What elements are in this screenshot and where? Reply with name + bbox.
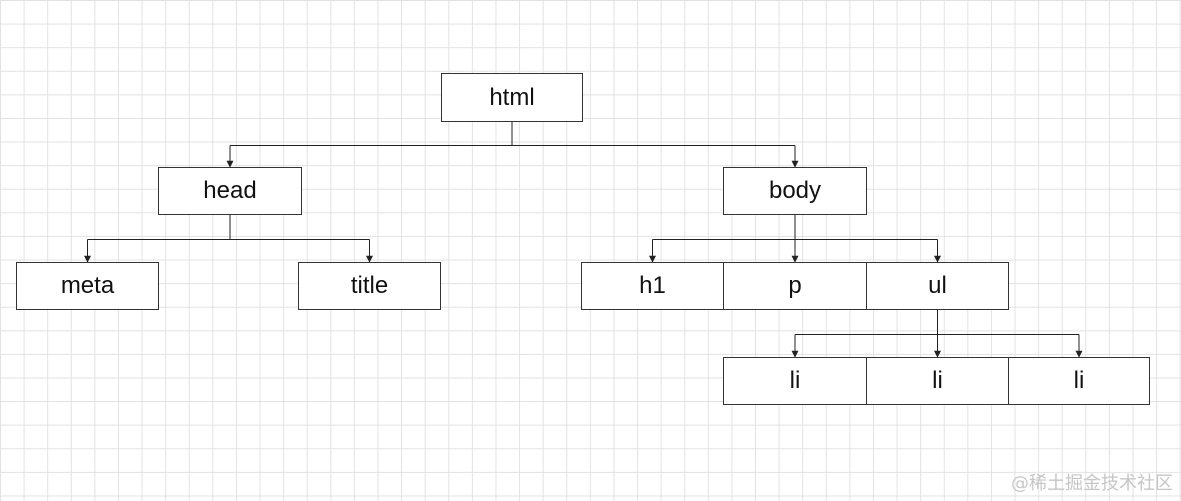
node-meta: meta — [16, 262, 159, 310]
node-html: html — [441, 73, 583, 122]
watermark: @稀土掘金技术社区 — [1011, 473, 1173, 494]
node-head: head — [158, 167, 302, 215]
node-li-1: li — [723, 357, 867, 405]
node-ul: ul — [866, 262, 1009, 310]
node-li-2: li — [866, 357, 1009, 405]
node-p: p — [723, 262, 867, 310]
node-body: body — [723, 167, 867, 215]
node-li-3: li — [1008, 357, 1150, 405]
node-h1: h1 — [581, 262, 724, 310]
node-title: title — [298, 262, 441, 310]
